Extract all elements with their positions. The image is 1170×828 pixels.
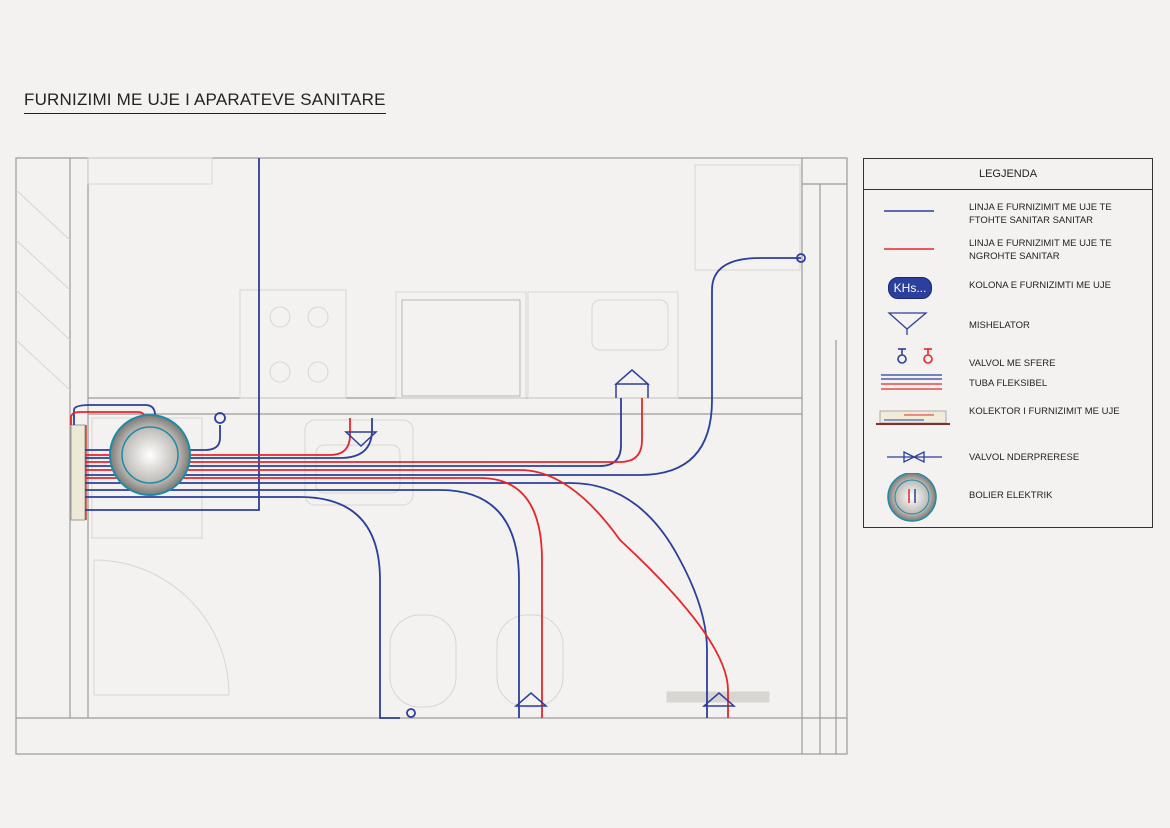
cold-line-icon (884, 210, 934, 212)
cold-water-pipes (73, 158, 801, 719)
floor-plan (15, 157, 848, 755)
ball-valve-icon (897, 348, 933, 364)
electric-boiler-icon (109, 414, 191, 496)
column-valve-icon (214, 253, 806, 718)
column-badge-icon: KHs... (888, 277, 932, 299)
page-title: FURNIZIMI ME UJE I APARATEVE SANITARE (24, 90, 386, 114)
legend-panel: LEGJENDA LINJA E FURNIZIMIT ME UJE TE FT… (863, 158, 1153, 528)
mixer-icon (887, 312, 928, 335)
mixer-icons (344, 369, 737, 707)
hot-line-icon (884, 248, 934, 250)
shutoff-valve-icon (887, 451, 942, 464)
walls (15, 157, 848, 755)
manifold (70, 424, 87, 521)
manifold-icon (876, 410, 950, 425)
flexible-pipe-icon (881, 374, 942, 390)
legend-heading: LEGJENDA (864, 159, 1152, 190)
electric-boiler-legend-icon (887, 473, 937, 522)
